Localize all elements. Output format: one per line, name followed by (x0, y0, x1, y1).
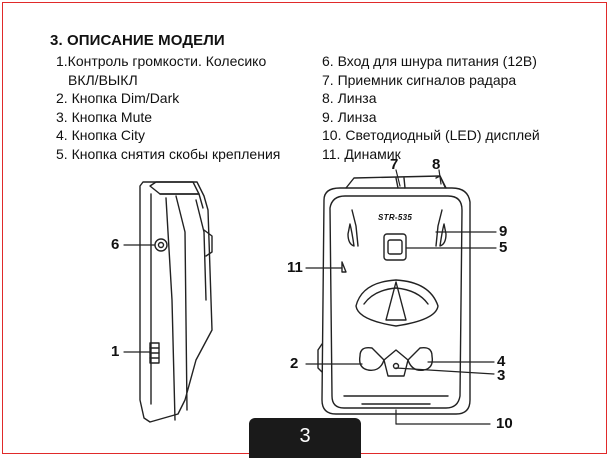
list-item: 5. Кнопка снятия скобы крепления (56, 145, 281, 162)
callout-8: 8 (432, 156, 441, 173)
page-number: 3 (299, 425, 311, 447)
callout-3: 3 (497, 367, 506, 384)
list-item: 11. Динамик (322, 145, 401, 162)
callout-1: 1 (111, 343, 120, 360)
list-item: 3. Кнопка Mute (56, 108, 153, 125)
device-front-view (317, 175, 471, 415)
list-item: 8. Линза (322, 90, 377, 107)
list-item: 10. Светодиодный (LED) дисплей (322, 127, 540, 144)
callout-7: 7 (390, 156, 399, 173)
list-item: 7. Приемник сигналов радара (322, 71, 517, 88)
list-item: 1.Контроль громкости. Колесико (56, 53, 267, 69)
leader-lines (123, 169, 497, 425)
section-heading: 3. ОПИСАНИЕ МОДЕЛИ (50, 32, 225, 49)
page-number-tab: 3 (249, 418, 361, 458)
feature-list-right: 6. Вход для шнура питания (12В) 7. Прием… (322, 52, 610, 164)
power-jack-icon (154, 238, 168, 252)
list-item: 2. Кнопка Dim/Dark (56, 90, 180, 107)
list-item: ВКЛ/ВЫКЛ (68, 71, 138, 88)
callout-11: 11 (287, 259, 303, 276)
callout-2: 2 (290, 355, 299, 372)
feature-list-left: 1.Контроль громкости. Колесико ВКЛ/ВЫКЛ … (56, 52, 318, 164)
list-item: 9. Линза (322, 108, 377, 125)
callout-9: 9 (499, 223, 508, 240)
callout-5: 5 (499, 239, 508, 256)
device-model-label: STR-535 (378, 213, 413, 222)
list-item: 6. Вход для шнура питания (12В) (322, 53, 537, 69)
callout-4: 4 (497, 353, 506, 370)
list-item: 4. Кнопка City (56, 127, 146, 144)
callout-6: 6 (111, 236, 120, 253)
callout-10: 10 (496, 415, 513, 432)
device-side-view (139, 181, 213, 423)
